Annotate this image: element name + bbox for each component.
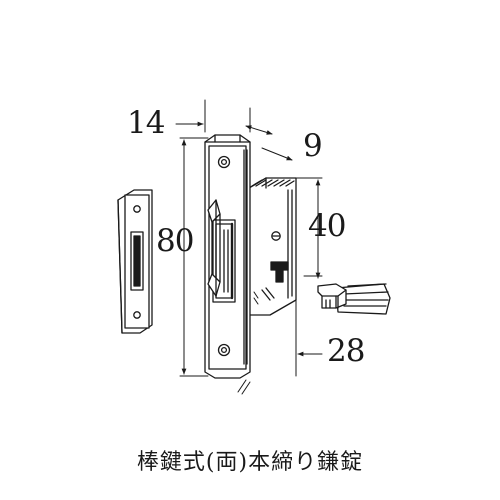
- case-screw: [271, 231, 281, 241]
- diagram-caption: 棒鍵式(両)本締り鎌錠: [136, 450, 364, 475]
- strike-slot-hole: [133, 235, 141, 287]
- strike-screw-bottom: [133, 311, 141, 319]
- strike-plate: [117, 189, 153, 334]
- dimension-lines: [175, 99, 323, 395]
- dimension-label-width: 14: [127, 105, 165, 141]
- dimension-label-backset: 28: [327, 333, 365, 369]
- face-screw-top: [217, 155, 231, 169]
- dimension-label-height: 80: [156, 223, 194, 259]
- strike-screw-top: [133, 205, 141, 213]
- keyhole: [270, 261, 289, 283]
- faceplate: [204, 134, 251, 379]
- key: [317, 283, 391, 315]
- dimension-label-case-height: 40: [308, 208, 346, 244]
- dimension-label-thickness: 9: [303, 128, 323, 164]
- face-screw-bottom: [217, 343, 231, 357]
